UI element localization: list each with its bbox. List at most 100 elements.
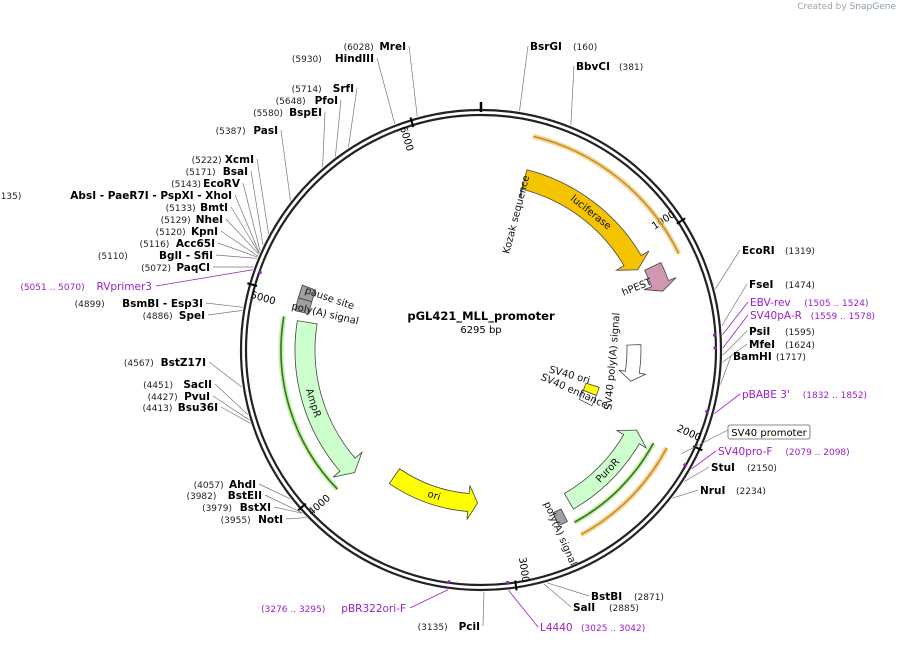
sv40-polya-right-shape: [618, 344, 647, 382]
feature-polya-signal-bottom[interactable]: poly(A) signal: [541, 500, 578, 567]
primer-pbr322ori-f[interactable]: pBR322ori-F(3276 .. 3295): [261, 580, 451, 615]
site-bsmbi-esp3i[interactable]: BsmBI - Esp3I(4899): [75, 298, 243, 310]
primer-name: SV40pA-R: [750, 310, 802, 322]
site-absi-paer7i-pspxi-xhoi[interactable]: AbsI - PaeR7I - PspXI - XhoI(5135): [0, 190, 260, 254]
primer-leader-line: [722, 301, 749, 335]
site-bsai[interactable]: BsaI(5171): [186, 166, 264, 246]
site-layer: BsrGI (160) BbvCI(381) EcoRI(1319)FseI(1474…: [0, 41, 875, 634]
site-stui[interactable]: StuI(2150): [683, 462, 777, 482]
site-ecori[interactable]: EcoRI(1319): [714, 245, 815, 290]
site-bbvci[interactable]: BbvCI(381): [570, 61, 643, 126]
site-bstbi[interactable]: BstBI(2871): [546, 582, 664, 603]
site-paqci[interactable]: PaqCI(5072): [141, 262, 254, 274]
primer-rvprimer3[interactable]: RVprimer3(5051 .. 5070): [20, 269, 263, 293]
site-ahdi[interactable]: AhdI(4057): [194, 479, 291, 500]
site-pasi[interactable]: PasI (5387): [216, 125, 291, 201]
site-name: BsrGI: [530, 41, 562, 53]
snapgene-credit: Created by SnapGene: [797, 2, 896, 12]
site-position: (5143): [171, 180, 201, 190]
site-name: PasI: [253, 125, 278, 137]
luciferase-shape: [521, 169, 650, 271]
site-leader-line: [408, 45, 418, 117]
kozak-label: Kozak sequence: [501, 174, 532, 255]
site-position: (1595): [785, 328, 815, 338]
site-leader-line: [205, 302, 243, 308]
ring-tick-1000: [676, 217, 686, 225]
site-xcmi[interactable]: XcmI(5222): [192, 154, 269, 235]
hpest-label: hPEST: [621, 276, 655, 298]
feature-kozak[interactable]: Kozak sequence: [501, 174, 532, 255]
site-leader-line: [212, 395, 250, 421]
site-bstxi[interactable]: BstXI(3979): [202, 502, 303, 514]
site-mfei[interactable]: MfeI(1624): [722, 339, 815, 363]
site-kpni[interactable]: KpnI(5120): [156, 226, 259, 257]
ampr-shape: [294, 320, 363, 478]
site-leader-line: [207, 310, 243, 316]
site-bstz17i[interactable]: BstZ17I(4567): [124, 357, 243, 388]
site-leader-line: [285, 517, 307, 520]
site-srfi[interactable]: SrfI(5714): [292, 83, 358, 148]
primer-range: (3276 .. 3295): [261, 605, 325, 615]
site-sali[interactable]: SalI(2885): [543, 583, 639, 614]
site-pcii[interactable]: PciI(3135): [418, 591, 485, 633]
sv40-enhancer-shape: [578, 389, 597, 407]
primer-l4440[interactable]: L4440(3025 .. 3042): [506, 580, 645, 634]
site-name: XcmI: [225, 154, 254, 166]
site-leader-line: [250, 170, 264, 246]
site-ecorv[interactable]: EcoRV(5143): [171, 178, 261, 252]
site-bspei[interactable]: BspEI (5580): [253, 107, 326, 168]
site-name: NheI: [196, 214, 223, 226]
site-hindiii[interactable]: HindIII(5930): [292, 53, 396, 124]
site-position: (5129): [161, 216, 191, 226]
site-position: (5580): [253, 109, 283, 119]
feature-sv40-polya-right[interactable]: SV40 poly(A) signal: [603, 312, 647, 411]
ring-tick-6000: [409, 117, 415, 128]
site-bamhi[interactable]: BamHI(1717): [720, 351, 806, 385]
site-noti[interactable]: NotI(3955): [221, 514, 307, 526]
site-position: (1624): [785, 341, 815, 351]
site-name: NruI: [700, 485, 725, 497]
feature-ori[interactable]: ori: [388, 468, 479, 520]
site-acc65i[interactable]: Acc65I(5116): [139, 238, 258, 258]
site-nrui[interactable]: NruI(2234): [672, 485, 766, 499]
primer-leader-line: [155, 269, 253, 287]
primer-mark: [704, 409, 709, 414]
boxed-label-frame: [727, 424, 811, 440]
site-bmti[interactable]: BmtI(5133): [166, 202, 260, 254]
site-mrei[interactable]: MreI(6028): [344, 41, 418, 117]
site-position: (5387): [216, 127, 246, 137]
site-name: BspEI: [289, 107, 322, 119]
site-bsteii[interactable]: BstEII(3982): [186, 490, 303, 514]
site-pfoi[interactable]: PfoI(5648): [276, 95, 342, 157]
primer-sv40pro-f[interactable]: SV40pro-F(2079 .. 2098): [682, 446, 850, 470]
site-position: (3955): [221, 516, 251, 526]
primer-ebv-rev[interactable]: EBV-rev(1505 .. 1524): [712, 297, 868, 337]
ring-tick-5000: [247, 282, 258, 287]
site-psii[interactable]: PsiI(1595): [722, 326, 815, 356]
boxed-sv40-promoter[interactable]: SV40 promoter: [681, 424, 811, 454]
site-leader-line: [215, 254, 258, 259]
site-bsrgi[interactable]: BsrGI (160): [519, 41, 597, 112]
site-spei[interactable]: SpeI(4886): [143, 310, 243, 322]
primer-range: (2079 .. 2098): [785, 448, 849, 458]
site-leader-line: [683, 466, 710, 482]
site-pvui[interactable]: PvuI(4427): [148, 391, 250, 421]
site-position: (160): [573, 43, 597, 53]
site-leader-line: [714, 249, 741, 290]
primer-pbabe-3[interactable]: pBABE 3'(1832 .. 1852): [704, 389, 867, 414]
site-name: PvuI: [184, 391, 210, 403]
site-sacii[interactable]: SacII(4451): [143, 379, 248, 415]
puror-shape: [563, 429, 648, 510]
site-bsu36i[interactable]: Bsu36I(4413): [142, 402, 251, 424]
site-name: SalI: [573, 602, 595, 614]
site-bgli-sfii[interactable]: BglI - SfiI(5110): [98, 250, 258, 262]
site-name: FseI: [749, 279, 773, 291]
backbone-inner-circle: [244, 113, 718, 587]
site-nhei[interactable]: NheI (5129): [161, 214, 260, 255]
primer-sv40pa-r[interactable]: SV40pA-R(1559 .. 1578): [713, 310, 875, 350]
site-fsei[interactable]: FseI(1474): [721, 279, 815, 327]
site-position: (2150): [747, 464, 777, 474]
primer-leader-line: [714, 393, 741, 414]
site-position: (4451): [143, 381, 173, 391]
feature-ampr[interactable]: AmpR: [294, 320, 363, 478]
